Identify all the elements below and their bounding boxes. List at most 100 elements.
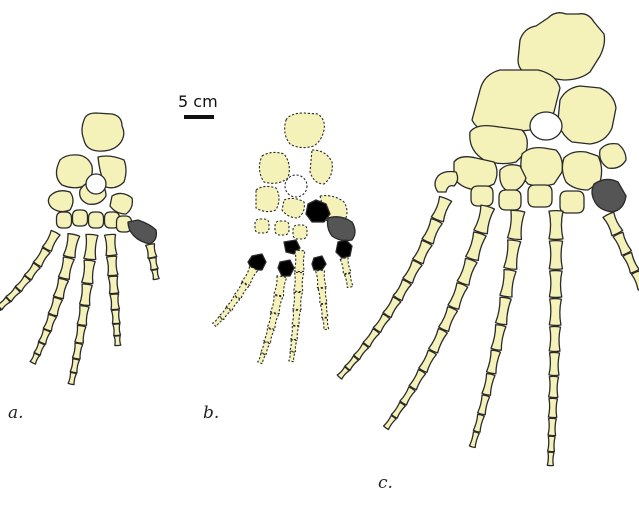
digit-2-phalanx-8	[409, 370, 425, 390]
centrale-bone	[500, 165, 526, 192]
digit-4-phalanx-7	[549, 376, 559, 397]
digit-3-phalanx-4	[496, 297, 512, 324]
digit-2-phalanx-4	[448, 283, 468, 310]
digit-1-phalanx-3	[226, 296, 239, 311]
digit-3-phalanx-6	[72, 343, 82, 359]
distal-carpal-3	[89, 212, 104, 228]
panel-b-label: b.	[203, 403, 219, 423]
digit-4-phalanx-5	[112, 310, 121, 324]
carpal-ulnare	[110, 193, 132, 214]
digit-2-phalanx-7	[419, 350, 437, 372]
digit-2-phalanx-1	[274, 276, 287, 296]
distal-carpal-3	[293, 225, 307, 239]
pisiform-bone	[128, 220, 156, 244]
distal-carpal-2	[275, 221, 289, 235]
digit-2-phalanx-6	[258, 353, 266, 363]
digit-5-phalanx-1	[146, 244, 157, 258]
digit-1-phalanx-2	[234, 282, 249, 299]
digit-1-phalanx-4	[403, 260, 422, 283]
digit-3-phalanx-5	[491, 325, 506, 350]
antebrachial-foramen	[530, 112, 562, 140]
scale-bar: 5 cm	[178, 92, 218, 119]
radius-bone	[259, 152, 289, 183]
digit-2-phalanx-1	[63, 234, 79, 258]
digit-3-phalanx-2	[82, 260, 95, 283]
digit-5-phalanx-1	[340, 258, 351, 274]
digit-3-phalanx-7	[482, 374, 495, 396]
digit-4-phalanx-5	[549, 327, 560, 352]
proximal-left-carpal	[454, 157, 497, 190]
intermedium-bone	[521, 148, 563, 186]
scale-bar-line	[184, 115, 214, 119]
digit-2-phalanx-11	[384, 416, 396, 430]
distal-carpal-1	[255, 219, 269, 233]
digit-3-phalanx-4	[292, 310, 301, 325]
digit-5-phalanx-2	[149, 258, 158, 270]
panel-a-label: a.	[8, 403, 24, 423]
digit-3-phalanx-3	[500, 270, 516, 297]
distal-carpal-1	[57, 212, 72, 228]
digit-1-phalanx-1	[431, 196, 451, 221]
digit-4-phalanx-2	[318, 288, 327, 304]
digit-3-phalanx-10	[469, 432, 479, 448]
digit-1-phalanx-5	[393, 280, 411, 301]
digit-1-phalanx-5	[213, 317, 223, 327]
digit-3-phalanx-9	[473, 414, 484, 432]
distal-carpal-4	[560, 191, 584, 213]
panel-b-flipper	[213, 113, 355, 364]
digit-2-phalanx-4	[264, 328, 274, 342]
humerus-bone	[82, 113, 124, 151]
digit-3-phalanx-5	[75, 325, 86, 343]
digit-3-phalanx-2	[504, 240, 521, 269]
digit-2-phalanx-4	[48, 297, 62, 316]
panel-c-flipper	[337, 13, 639, 466]
digit-2-phalanx-2	[466, 232, 487, 261]
digit-4-phalanx-9	[548, 418, 556, 435]
digit-3-phalanx-4	[77, 306, 89, 326]
digit-2-phalanx-2	[271, 295, 283, 313]
digit-4-phalanx-3	[108, 276, 118, 293]
antebrachial-foramen	[285, 175, 307, 197]
pisiform-gray	[592, 179, 626, 212]
digit-2-phalanx-3	[53, 278, 68, 299]
pisiform-gray	[328, 217, 356, 241]
metacarpal-2b-black	[278, 260, 294, 276]
digit-3-phalanx-8	[478, 395, 490, 415]
digit-2-phalanx-6	[39, 329, 51, 344]
digit-2-phalanx-3	[457, 258, 477, 285]
digit-4-phalanx-4	[323, 318, 329, 330]
digit-5-phalanx-2	[613, 232, 631, 255]
digit-4-phalanx-7	[114, 336, 121, 346]
digit-4-phalanx-6	[113, 324, 121, 336]
intermedium-bone	[282, 198, 304, 218]
digit-3-phalanx-6	[290, 340, 297, 352]
digit-5-phalanx-4	[631, 271, 639, 290]
digit-3-phalanx-5	[291, 326, 299, 340]
digit-2-phalanx-9	[400, 387, 415, 405]
pisiform-upper	[600, 144, 626, 169]
digit-1-phalanx-6	[383, 297, 401, 318]
ulna-bone	[310, 150, 332, 184]
humerus-bone	[285, 113, 325, 148]
digit-2-phalanx-1	[474, 205, 495, 234]
digit-3-phalanx-2	[294, 272, 304, 291]
ulna-bone	[558, 86, 616, 144]
digit-4-phalanx-4	[549, 299, 561, 326]
panel-a-flipper	[0, 113, 159, 385]
distal-carpal-1	[471, 186, 493, 206]
panel-c-label: c.	[378, 473, 393, 493]
digit-4-phalanx-3	[320, 304, 328, 318]
digit-3-phalanx-1	[508, 210, 525, 239]
digit-3-phalanx-6	[487, 350, 501, 374]
digit-1-phalanx-1	[242, 267, 258, 286]
digit-4-phalanx-8	[548, 398, 557, 417]
distal-carpal-2	[73, 210, 88, 226]
digit-4-phalanx-1	[316, 270, 327, 287]
digit-1-phalanx-7	[373, 314, 390, 333]
antebrachial-foramen	[86, 174, 106, 194]
digit-4-phalanx-10	[548, 436, 555, 451]
digit-3-phalanx-1	[84, 234, 98, 259]
digit-5-phalanx-2	[345, 274, 354, 288]
notched-element	[435, 172, 458, 193]
